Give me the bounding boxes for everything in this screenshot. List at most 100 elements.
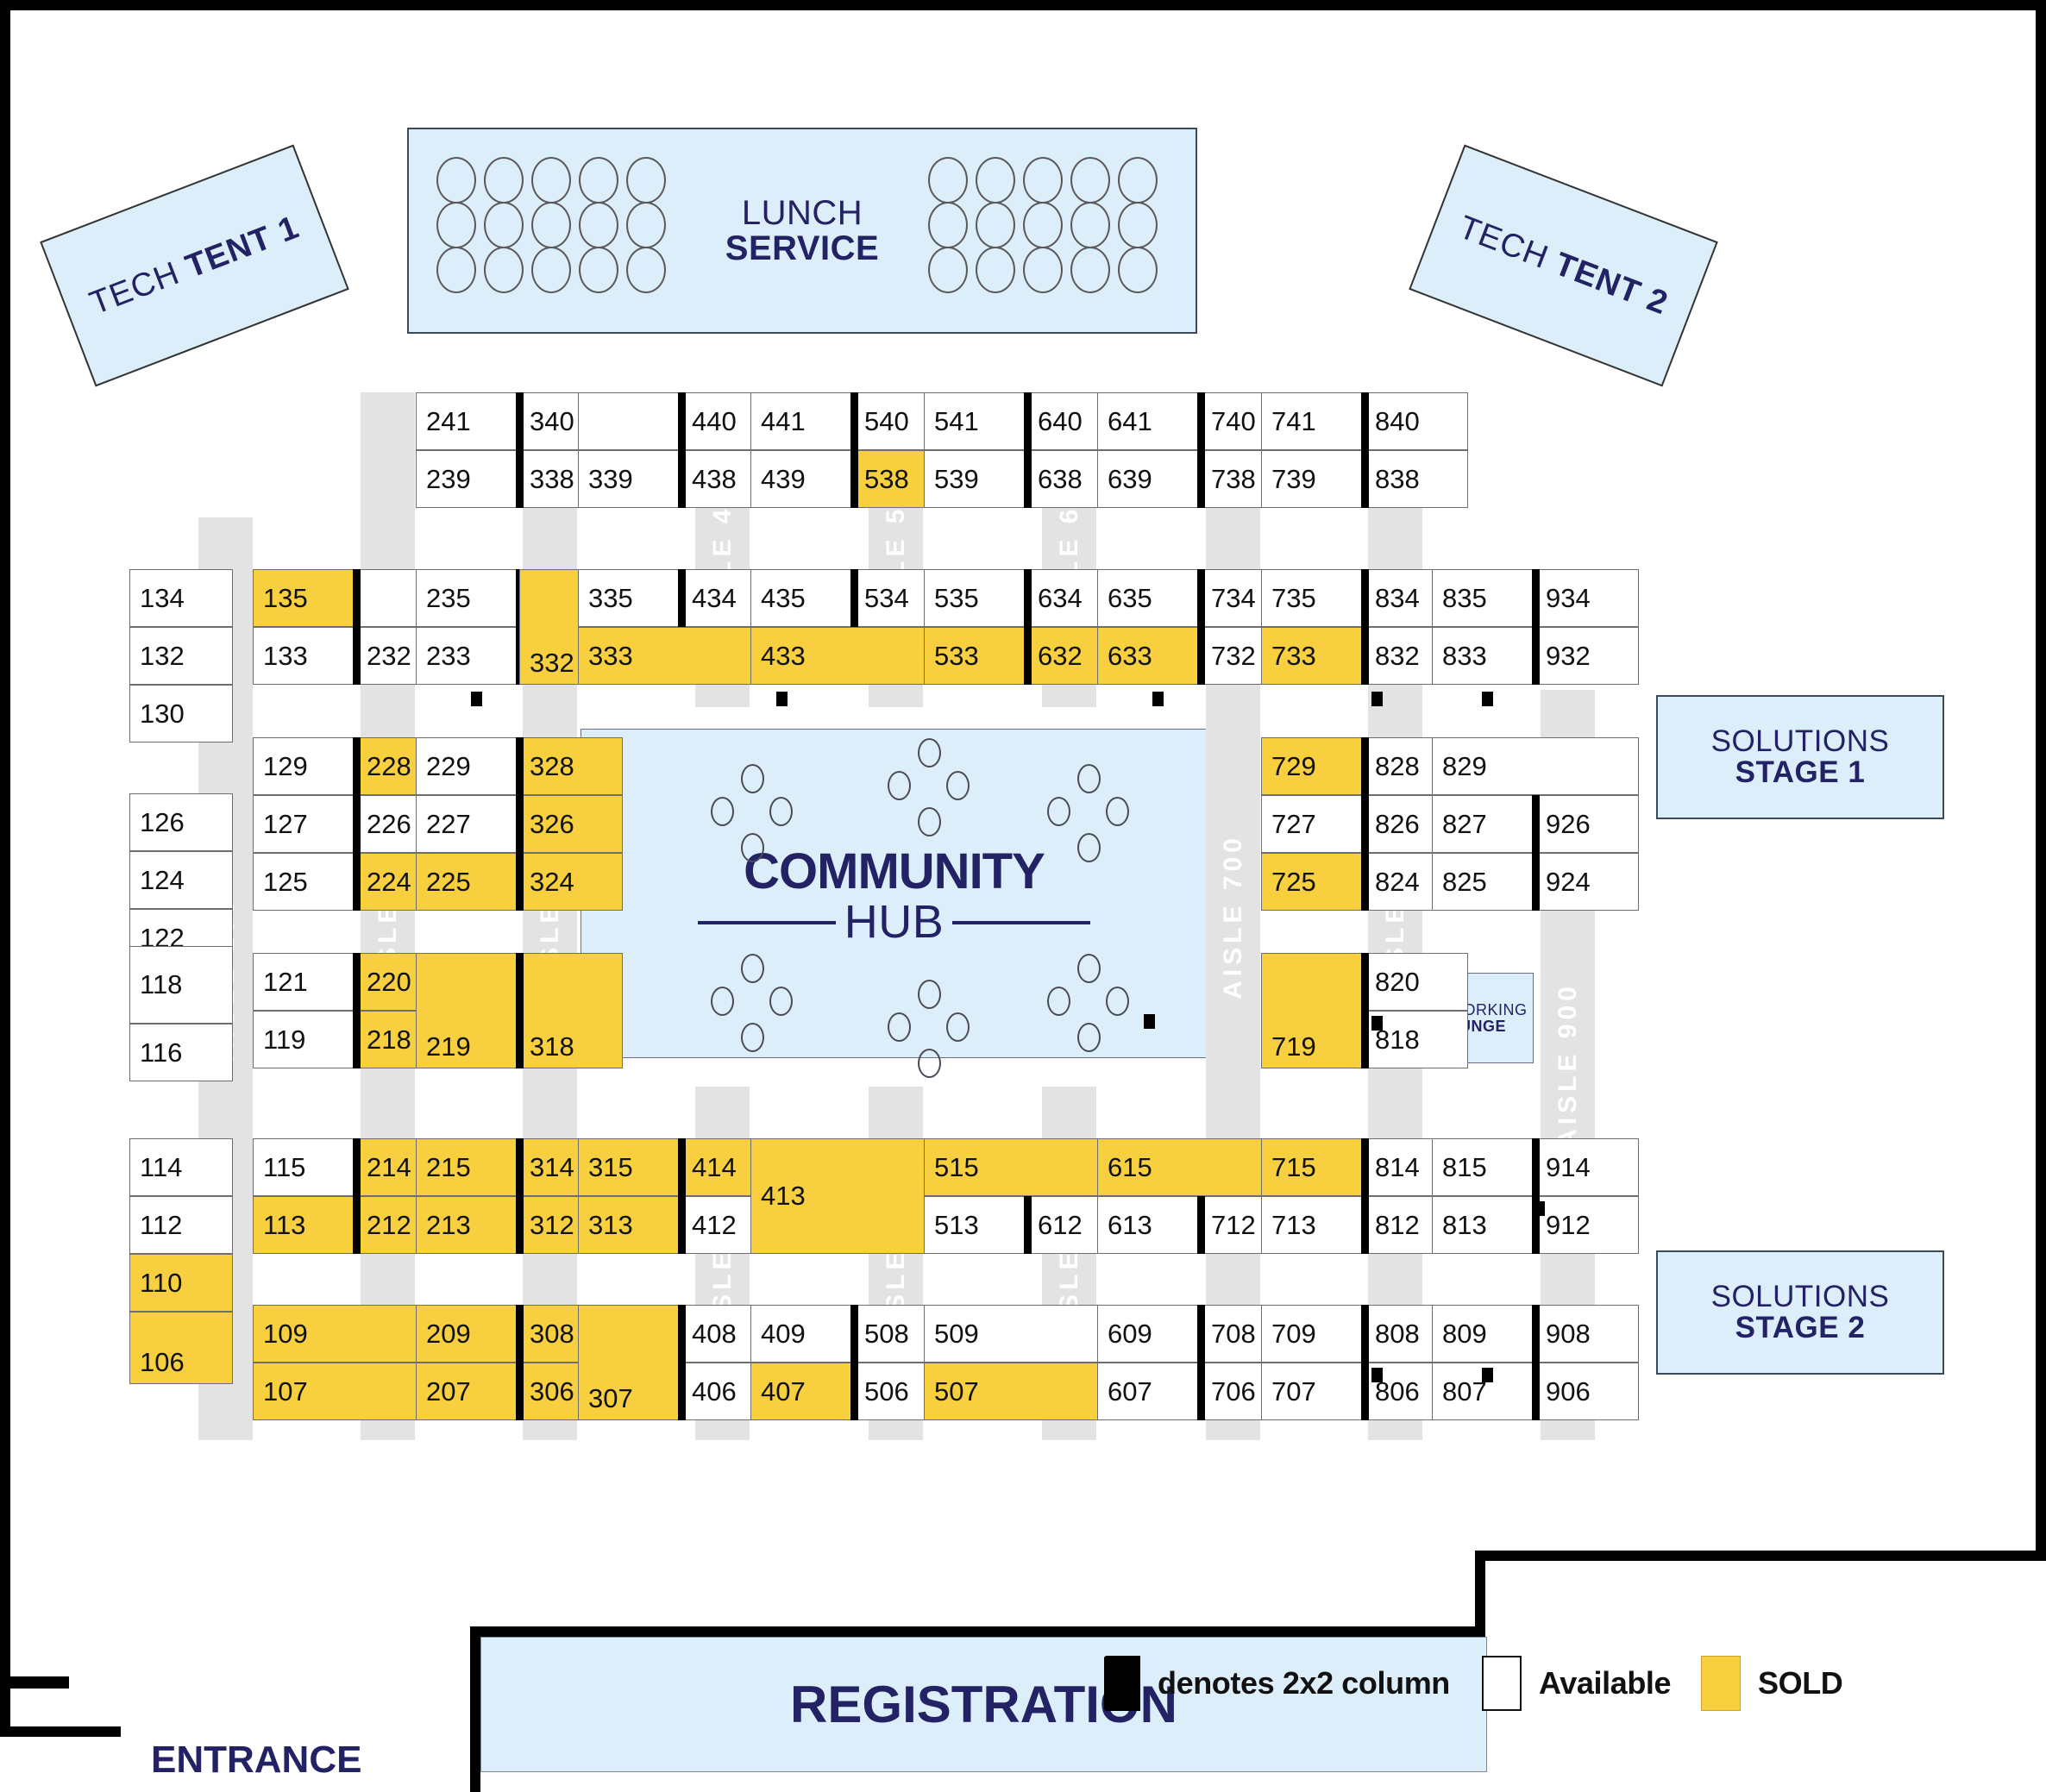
booth-239[interactable]: 239 <box>416 450 519 508</box>
booth-914[interactable]: 914 <box>1535 1138 1639 1196</box>
booth-439[interactable]: 439 <box>750 450 854 508</box>
booth-130[interactable]: 130 <box>129 685 233 742</box>
booth-241[interactable]: 241 <box>416 392 519 450</box>
lunch-service-area[interactable]: LUNCH SERVICE <box>407 128 1197 334</box>
booth-827[interactable]: 827 <box>1432 795 1535 853</box>
booth-118[interactable]: 118 <box>129 946 233 1024</box>
booth-825[interactable]: 825 <box>1432 853 1535 911</box>
booth-324[interactable]: 324 <box>519 853 623 911</box>
solutions-stage-1[interactable]: SOLUTIONS STAGE 1 <box>1656 695 1944 819</box>
booth-441[interactable]: 441 <box>750 392 854 450</box>
booth-407[interactable]: 407 <box>750 1363 854 1420</box>
booth-409[interactable]: 409 <box>750 1305 854 1363</box>
booth-833[interactable]: 833 <box>1432 627 1535 685</box>
booth-134[interactable]: 134 <box>129 569 233 627</box>
booth-906[interactable]: 906 <box>1535 1363 1639 1420</box>
booth-127[interactable]: 127 <box>253 795 356 853</box>
booth-129[interactable]: 129 <box>253 737 356 795</box>
booth-820[interactable]: 820 <box>1365 953 1468 1011</box>
booth-709[interactable]: 709 <box>1261 1305 1365 1363</box>
booth-133[interactable]: 133 <box>253 627 356 685</box>
booth-207[interactable]: 207 <box>416 1363 519 1420</box>
booth-229[interactable]: 229 <box>416 737 519 795</box>
booth-307[interactable]: 307 <box>578 1305 681 1420</box>
booth-119[interactable]: 119 <box>253 1011 356 1068</box>
booth-[interactable] <box>578 392 681 450</box>
booth-639[interactable]: 639 <box>1097 450 1201 508</box>
booth-729[interactable]: 729 <box>1261 737 1365 795</box>
booth-126[interactable]: 126 <box>129 793 233 851</box>
booth-818[interactable]: 818 <box>1365 1011 1468 1068</box>
booth-908[interactable]: 908 <box>1535 1305 1639 1363</box>
booth-114[interactable]: 114 <box>129 1138 233 1196</box>
booth-113[interactable]: 113 <box>253 1196 356 1254</box>
booth-233[interactable]: 233 <box>416 627 519 685</box>
booth-725[interactable]: 725 <box>1261 853 1365 911</box>
booth-509[interactable]: 509 <box>924 1305 1131 1363</box>
booth-607[interactable]: 607 <box>1097 1363 1201 1420</box>
booth-313[interactable]: 313 <box>578 1196 681 1254</box>
booth-413[interactable]: 413 <box>750 1138 957 1254</box>
booth-335[interactable]: 335 <box>578 569 681 627</box>
booth-739[interactable]: 739 <box>1261 450 1365 508</box>
booth-932[interactable]: 932 <box>1535 627 1639 685</box>
booth-235[interactable]: 235 <box>416 569 519 627</box>
booth-106[interactable]: 106 <box>129 1312 233 1384</box>
booth-719[interactable]: 719 <box>1261 953 1365 1068</box>
booth-112[interactable]: 112 <box>129 1196 233 1254</box>
booth-609[interactable]: 609 <box>1097 1305 1201 1363</box>
booth-209[interactable]: 209 <box>416 1305 519 1363</box>
booth-934[interactable]: 934 <box>1535 569 1639 627</box>
booth-213[interactable]: 213 <box>416 1196 519 1254</box>
booth-535[interactable]: 535 <box>924 569 1027 627</box>
booth-715[interactable]: 715 <box>1261 1138 1365 1196</box>
booth-838[interactable]: 838 <box>1365 450 1468 508</box>
booth-541[interactable]: 541 <box>924 392 1027 450</box>
booth-741[interactable]: 741 <box>1261 392 1365 450</box>
booth-433[interactable]: 433 <box>750 627 957 685</box>
booth-912[interactable]: 912 <box>1535 1196 1639 1254</box>
booth-115[interactable]: 115 <box>253 1138 356 1196</box>
booth-326[interactable]: 326 <box>519 795 623 853</box>
booth-215[interactable]: 215 <box>416 1138 519 1196</box>
booth-926[interactable]: 926 <box>1535 795 1639 853</box>
solutions-stage-2[interactable]: SOLUTIONS STAGE 2 <box>1656 1250 1944 1375</box>
booth-507[interactable]: 507 <box>924 1363 1131 1420</box>
booth-735[interactable]: 735 <box>1261 569 1365 627</box>
booth-318[interactable]: 318 <box>519 953 623 1068</box>
booth-435[interactable]: 435 <box>750 569 854 627</box>
booth-840[interactable]: 840 <box>1365 392 1468 450</box>
booth-641[interactable]: 641 <box>1097 392 1201 450</box>
booth-713[interactable]: 713 <box>1261 1196 1365 1254</box>
booth-124[interactable]: 124 <box>129 851 233 909</box>
booth-219[interactable]: 219 <box>416 953 519 1068</box>
booth-539[interactable]: 539 <box>924 450 1027 508</box>
booth-733[interactable]: 733 <box>1261 627 1365 685</box>
booth-339[interactable]: 339 <box>578 450 681 508</box>
community-hub[interactable]: COMMUNITY HUB <box>581 729 1208 1078</box>
tech-tent-1[interactable]: TECH TENT 1 <box>40 144 349 387</box>
booth-707[interactable]: 707 <box>1261 1363 1365 1420</box>
booth-635[interactable]: 635 <box>1097 569 1201 627</box>
booth-533[interactable]: 533 <box>924 627 1027 685</box>
booth-809[interactable]: 809 <box>1432 1305 1535 1363</box>
booth-633[interactable]: 633 <box>1097 627 1201 685</box>
booth-135[interactable]: 135 <box>253 569 356 627</box>
booth-116[interactable]: 116 <box>129 1024 233 1081</box>
booth-227[interactable]: 227 <box>416 795 519 853</box>
booth-125[interactable]: 125 <box>253 853 356 911</box>
booth-513[interactable]: 513 <box>924 1196 1027 1254</box>
booth-515[interactable]: 515 <box>924 1138 1131 1196</box>
tech-tent-2[interactable]: TECH TENT 2 <box>1409 144 1718 387</box>
booth-121[interactable]: 121 <box>253 953 356 1011</box>
booth-924[interactable]: 924 <box>1535 853 1639 911</box>
booth-613[interactable]: 613 <box>1097 1196 1201 1254</box>
booth-132[interactable]: 132 <box>129 627 233 685</box>
booth-829[interactable]: 829 <box>1432 737 1639 795</box>
booth-813[interactable]: 813 <box>1432 1196 1535 1254</box>
booth-225[interactable]: 225 <box>416 853 519 911</box>
booth-315[interactable]: 315 <box>578 1138 681 1196</box>
booth-727[interactable]: 727 <box>1261 795 1365 853</box>
booth-835[interactable]: 835 <box>1432 569 1535 627</box>
booth-110[interactable]: 110 <box>129 1254 233 1312</box>
